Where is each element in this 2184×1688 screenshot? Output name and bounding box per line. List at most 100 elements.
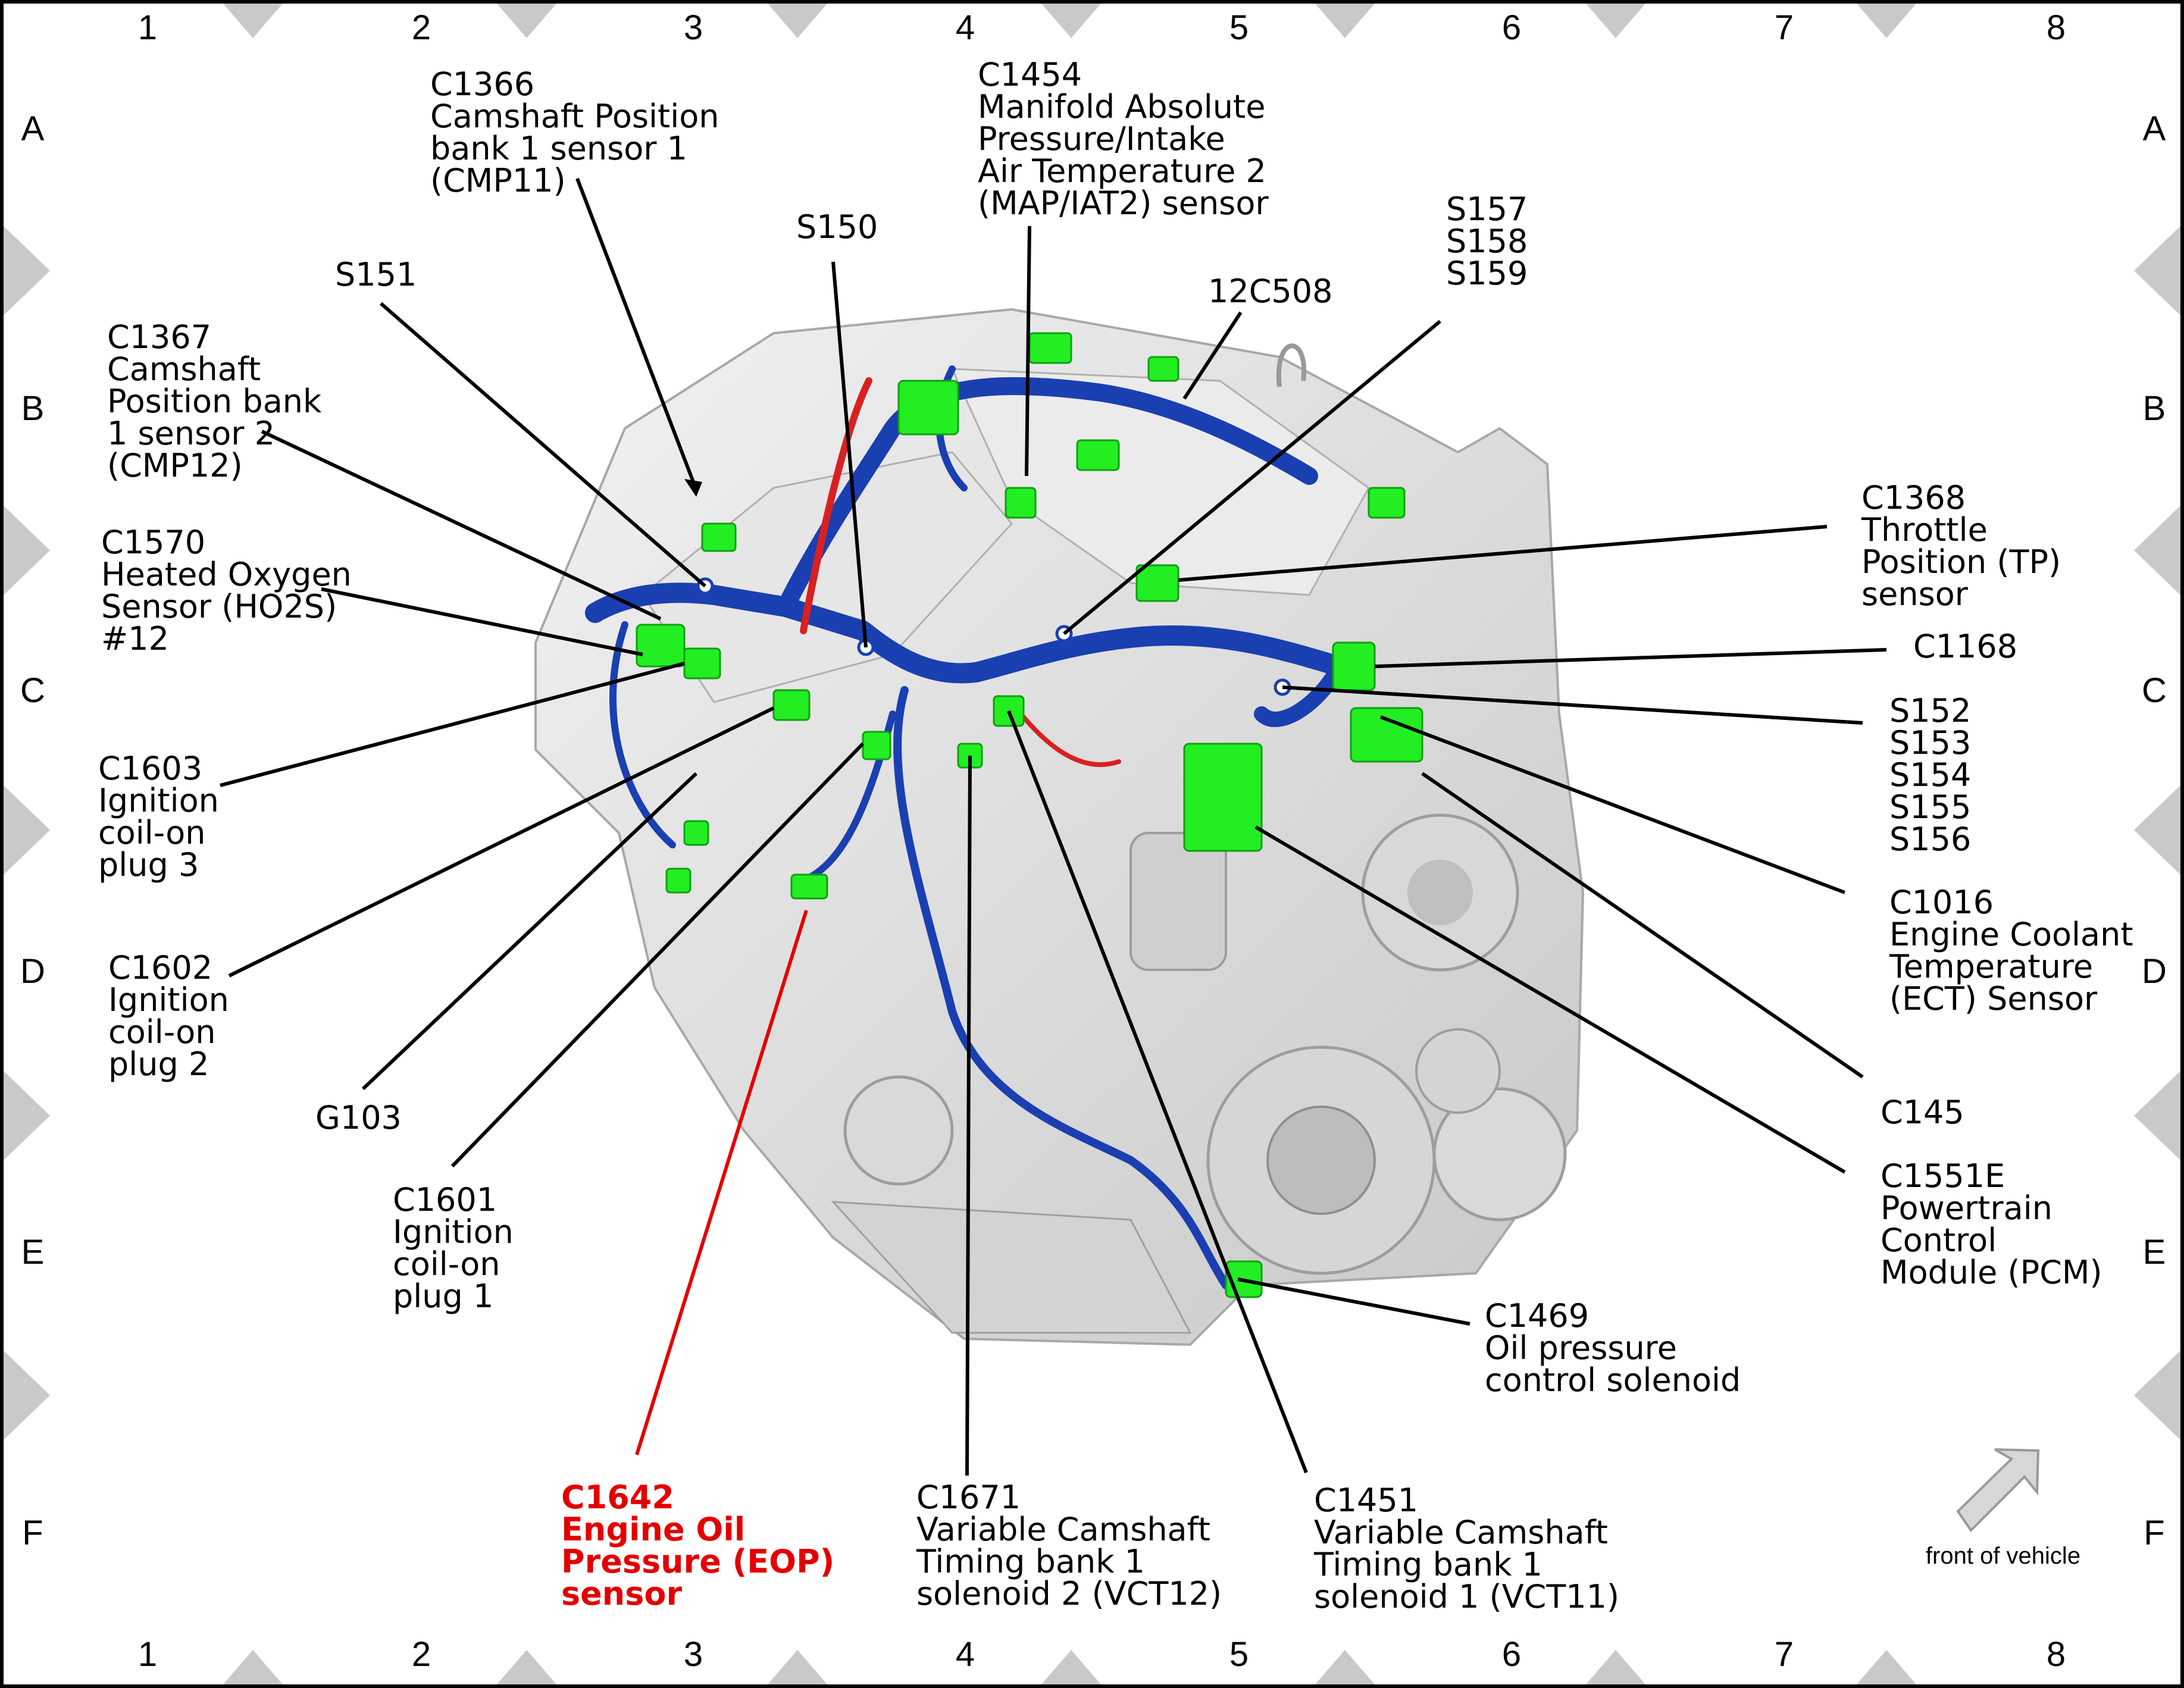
col-label: 2 — [412, 1635, 431, 1674]
svg-text:C1642: C1642 — [561, 1479, 674, 1516]
callout-c1601: C1601 Ignition coil-on plug 1 — [393, 1181, 514, 1315]
callout-c1603: C1603 Ignition coil-on plug 3 — [98, 750, 219, 884]
svg-text:S158: S158 — [1446, 223, 1528, 260]
svg-text:Camshaft Position: Camshaft Position — [430, 98, 719, 135]
row-label: A — [21, 109, 45, 148]
svg-text:sensor: sensor — [1861, 575, 1969, 613]
callout-g103: G103 — [315, 1099, 402, 1136]
svg-text:C1603: C1603 — [98, 750, 202, 787]
row-labels-right: A B C D E F — [2142, 109, 2167, 1552]
svg-text:12C508: 12C508 — [1208, 273, 1333, 310]
svg-text:(CMP11): (CMP11) — [430, 162, 566, 199]
svg-text:bank 1 sensor 1: bank 1 sensor 1 — [430, 130, 687, 167]
svg-text:C1469: C1469 — [1485, 1297, 1589, 1335]
col-label: 3 — [684, 1635, 703, 1674]
row-label: B — [2143, 389, 2166, 428]
svg-text:C1451: C1451 — [1314, 1482, 1418, 1519]
svg-text:C1570: C1570 — [101, 524, 205, 561]
col-label: 4 — [956, 1635, 975, 1674]
svg-text:Ignition: Ignition — [98, 782, 219, 819]
svg-text:sensor: sensor — [561, 1575, 682, 1612]
callout-c1551e: C1551E Powertrain Control Module (PCM) — [1881, 1157, 2102, 1291]
col-label: 7 — [1775, 8, 1794, 47]
svg-text:Air Temperature 2: Air Temperature 2 — [978, 152, 1266, 190]
row-label: B — [21, 389, 45, 428]
svg-text:Camshaft: Camshaft — [107, 350, 261, 388]
col-label: 5 — [1229, 8, 1249, 47]
svg-text:Throttle: Throttle — [1861, 511, 1988, 549]
col-label: 1 — [138, 1635, 157, 1674]
svg-text:solenoid 2 (VCT12): solenoid 2 (VCT12) — [916, 1575, 1222, 1612]
leader-lines — [220, 177, 1887, 1476]
callout-c1367: C1367 Camshaft Position bank 1 sensor 2 … — [107, 318, 322, 484]
callout-c1366: C1366 Camshaft Position bank 1 sensor 1 … — [430, 65, 719, 199]
callout-s157: S157 S158 S159 — [1446, 190, 1528, 292]
svg-text:Timing bank 1: Timing bank 1 — [916, 1543, 1145, 1580]
callout-c1570: C1570 Heated Oxygen Sensor (HO2S) #12 — [101, 524, 352, 657]
svg-text:C1601: C1601 — [393, 1181, 497, 1219]
svg-text:Control: Control — [1881, 1222, 1997, 1259]
svg-text:S157: S157 — [1446, 190, 1528, 228]
callout-c145: C145 — [1881, 1094, 1964, 1131]
col-label: 3 — [684, 8, 703, 47]
svg-text:coil-on: coil-on — [393, 1245, 500, 1283]
row-label: C — [2142, 671, 2167, 710]
svg-text:S150: S150 — [796, 208, 878, 246]
callout-12c508: 12C508 — [1208, 273, 1333, 310]
col-label: 1 — [138, 8, 157, 47]
front-of-vehicle-indicator: front of vehicle — [1926, 1448, 2080, 1569]
wiring-harness — [585, 365, 1349, 1289]
svg-text:C145: C145 — [1881, 1094, 1964, 1131]
col-label: 6 — [1502, 1635, 1521, 1674]
svg-text:Ignition: Ignition — [108, 981, 229, 1019]
svg-text:Variable Camshaft: Variable Camshaft — [916, 1511, 1210, 1548]
callout-c1368: C1368 Throttle Position (TP) sensor — [1861, 479, 2061, 613]
svg-text:1 sensor 2: 1 sensor 2 — [107, 415, 275, 452]
svg-text:S151: S151 — [335, 256, 417, 293]
svg-text:C1454: C1454 — [978, 56, 1082, 93]
svg-text:C1551E: C1551E — [1881, 1157, 2005, 1195]
svg-text:Pressure/Intake: Pressure/Intake — [978, 120, 1225, 158]
row-label: E — [21, 1233, 45, 1272]
svg-text:Temperature: Temperature — [1889, 948, 2093, 985]
column-labels-top: 1 2 3 4 5 6 7 8 — [138, 8, 2066, 47]
svg-text:control solenoid: control solenoid — [1485, 1361, 1741, 1399]
col-label: 5 — [1229, 1635, 1249, 1674]
callout-c1602: C1602 Ignition coil-on plug 2 — [108, 949, 229, 1083]
svg-text:(CMP12): (CMP12) — [107, 447, 243, 484]
svg-text:(ECT) Sensor: (ECT) Sensor — [1889, 980, 2098, 1017]
svg-text:#12: #12 — [101, 620, 169, 657]
callout-c1168: C1168 — [1913, 628, 2017, 665]
col-label: 7 — [1775, 1635, 1794, 1674]
callout-s151: S151 — [335, 256, 417, 293]
callout-c1454: C1454 Manifold Absolute Pressure/Intake … — [978, 56, 1269, 222]
row-label: D — [2142, 952, 2167, 991]
row-label: F — [22, 1514, 43, 1552]
svg-text:C1016: C1016 — [1889, 884, 1994, 921]
column-labels-bottom: 1 2 3 4 5 6 7 8 — [138, 1635, 2066, 1674]
col-label: 6 — [1502, 8, 1521, 47]
svg-text:Sensor (HO2S): Sensor (HO2S) — [101, 588, 337, 625]
svg-text:C1367: C1367 — [107, 318, 211, 356]
svg-text:G103: G103 — [315, 1099, 402, 1136]
svg-text:Oil pressure: Oil pressure — [1485, 1329, 1677, 1367]
direction-arrow-icon — [1956, 1448, 2040, 1533]
svg-text:S154: S154 — [1889, 756, 1971, 794]
callout-s152: S152 S153 S154 S155 S156 — [1889, 692, 1971, 858]
svg-text:Powertrain: Powertrain — [1881, 1189, 2052, 1227]
callout-c1016: C1016 Engine Coolant Temperature (ECT) S… — [1889, 884, 2133, 1017]
callout-c1469: C1469 Oil pressure control solenoid — [1485, 1297, 1741, 1399]
svg-text:Engine Coolant: Engine Coolant — [1889, 916, 2133, 953]
front-of-vehicle-label: front of vehicle — [1926, 1543, 2080, 1569]
row-labels-left: A B C D E F — [20, 109, 45, 1552]
row-label: F — [2144, 1514, 2164, 1552]
row-label: D — [20, 952, 45, 991]
svg-text:C1368: C1368 — [1861, 479, 1966, 516]
callout-s150: S150 — [796, 208, 878, 246]
svg-text:plug 2: plug 2 — [108, 1045, 209, 1083]
svg-text:Variable Camshaft: Variable Camshaft — [1314, 1514, 1608, 1551]
svg-text:C1602: C1602 — [108, 949, 212, 987]
row-label: E — [2143, 1233, 2166, 1272]
col-label: 2 — [412, 8, 431, 47]
